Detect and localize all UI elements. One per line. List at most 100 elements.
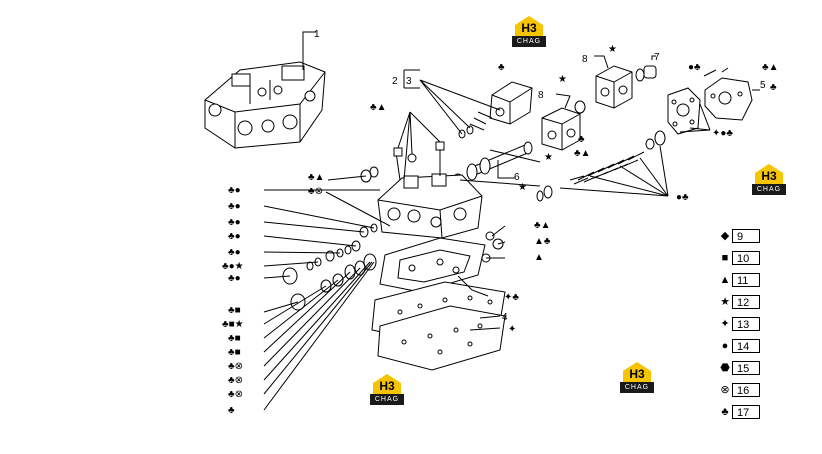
callout-symbols-gasket: ✦♣ <box>504 292 519 303</box>
leader-6 <box>497 160 515 179</box>
leader-8b <box>594 55 609 69</box>
callout-symbols-left-7: ♣● <box>228 273 241 284</box>
nut-7 <box>643 65 657 79</box>
legend-symbol: ♣ <box>721 406 729 418</box>
legend-label: 12 <box>732 295 760 309</box>
callout-labels: 1 2 3 4 5 6 7 8 8 ♣● ♣● ♣● ♣● ♣● ♣●★ ♣● … <box>222 29 778 416</box>
legend-label: 14 <box>732 339 760 353</box>
legend-symbol: ⊗ <box>720 384 730 396</box>
legend-row-16: ⊗ 16 <box>718 382 762 398</box>
leaders-springs <box>559 145 669 197</box>
legend-label: 9 <box>732 229 760 243</box>
callout-symbols-left-14: ♣⊗ <box>228 389 243 400</box>
callout-symbols-cover: ●♣ <box>688 62 701 73</box>
callout-symbols-body-1: ♣▲ <box>534 220 550 231</box>
callout-symbols-left-2: ♣● <box>228 201 241 212</box>
callout-number-2: 2 <box>392 76 398 87</box>
gasket-upper <box>379 237 486 293</box>
o-ring-7 <box>635 68 645 82</box>
leaders-star <box>459 149 541 187</box>
callout-symbols-mid-2: ♣⊗ <box>308 186 323 197</box>
gasket-lower <box>377 305 506 371</box>
callout-symbols-left-1: ♣● <box>228 185 241 196</box>
spring-stack-right <box>536 130 666 202</box>
coil-cube-part-8a <box>541 107 581 151</box>
callout-symbols-left-10: ♣■ <box>228 333 241 344</box>
leader-4 <box>469 315 501 331</box>
legend-symbol: ● <box>721 340 729 352</box>
spool-part-6 <box>452 141 533 187</box>
callout-number-8b: 8 <box>582 54 588 65</box>
leaders-body-top <box>397 111 441 181</box>
logo-chag-text: CHAG <box>752 184 786 195</box>
leader-8a <box>555 93 571 109</box>
callout-symbols-springs: ●♣ <box>676 192 689 203</box>
callout-number-1: 1 <box>314 29 320 40</box>
callout-symbols-club-2: ♣▲ <box>574 148 590 159</box>
callout-symbols-star-2: ★ <box>608 44 617 55</box>
legend-row-9: ◆ 9 <box>718 228 762 244</box>
legend-row-10: ■ 10 <box>718 250 762 266</box>
callout-symbols-mid-1: ♣▲ <box>308 172 324 183</box>
legend-symbol: ▲ <box>719 274 731 286</box>
callout-symbols-left-15: ♣ <box>228 405 235 416</box>
h3-chag-logo-bottom-right: H3 CHAG <box>620 362 654 394</box>
callout-symbols-left-3: ♣● <box>228 217 241 228</box>
h3-chag-logo-right: H3 CHAG <box>752 164 786 196</box>
callout-symbols-plate: ✦ <box>508 324 516 335</box>
valve-body <box>377 141 483 239</box>
callout-symbols-body-2: ▲♣ <box>534 236 551 247</box>
callout-number-7: 7 <box>654 52 660 63</box>
end-cover-plate <box>667 87 701 135</box>
callout-symbols-top-2: ♣ <box>498 62 505 73</box>
callout-symbols-left-8: ♣■ <box>228 305 241 316</box>
leaders-cover <box>679 103 711 133</box>
legend-row-17: ♣ 17 <box>718 404 762 420</box>
callout-symbols-top-1: ♣▲ <box>370 102 386 113</box>
legend-symbol: ★ <box>720 296 730 308</box>
leader-gasket <box>457 275 489 297</box>
callout-number-6: 6 <box>514 172 520 183</box>
left-leader-lines <box>263 175 506 411</box>
legend-label: 17 <box>732 405 760 419</box>
o-ring <box>574 100 586 114</box>
leaders-3 <box>419 79 501 135</box>
callout-symbols-star-4: ★ <box>518 182 527 193</box>
legend-row-15: ⬣ 15 <box>718 360 762 376</box>
logo-house-shape <box>373 374 401 394</box>
solenoid-part-2 <box>458 81 533 139</box>
h3-chag-logo-top: H3 CHAG <box>512 16 546 48</box>
logo-h3-text: H3 <box>379 379 395 393</box>
callout-symbols-body-3: ▲ <box>534 252 544 263</box>
logo-h3-text: H3 <box>521 21 537 35</box>
legend-symbol: ⬣ <box>720 362 730 374</box>
logo-house-shape <box>755 164 783 184</box>
callout-number-4: 4 <box>502 312 508 323</box>
callout-symbols-left-6: ♣●★ <box>222 261 244 272</box>
legend-row-12: ★ 12 <box>718 294 762 310</box>
legend-label: 16 <box>732 383 760 397</box>
pin-parts <box>703 67 729 77</box>
logo-chag-text: CHAG <box>620 382 654 393</box>
legend-label: 13 <box>732 317 760 331</box>
callout-symbols-star-3: ★ <box>544 152 553 163</box>
coil-cube-part-8b <box>595 65 633 109</box>
legend-row-13: ✦ 13 <box>718 316 762 332</box>
end-housing-part-5 <box>704 77 753 121</box>
legend-symbol: ■ <box>721 252 729 264</box>
legend-symbol: ✦ <box>720 318 730 330</box>
callout-symbols-left-12: ♣⊗ <box>228 361 243 372</box>
valve-housing-part-1 <box>204 61 326 149</box>
callout-symbols-left-13: ♣⊗ <box>228 375 243 386</box>
callout-symbols-star-1: ★ <box>558 74 567 85</box>
callout-number-3: 3 <box>406 76 412 87</box>
legend-symbol: ◆ <box>720 230 730 242</box>
logo-chag-text: CHAG <box>512 36 546 47</box>
logo-house-shape <box>623 362 651 382</box>
callout-symbols-club-1: ♣ <box>578 134 585 145</box>
logo-h3-text: H3 <box>629 367 645 381</box>
logo-chag-text: CHAG <box>370 394 404 405</box>
callout-symbols-left-11: ♣■ <box>228 347 241 358</box>
